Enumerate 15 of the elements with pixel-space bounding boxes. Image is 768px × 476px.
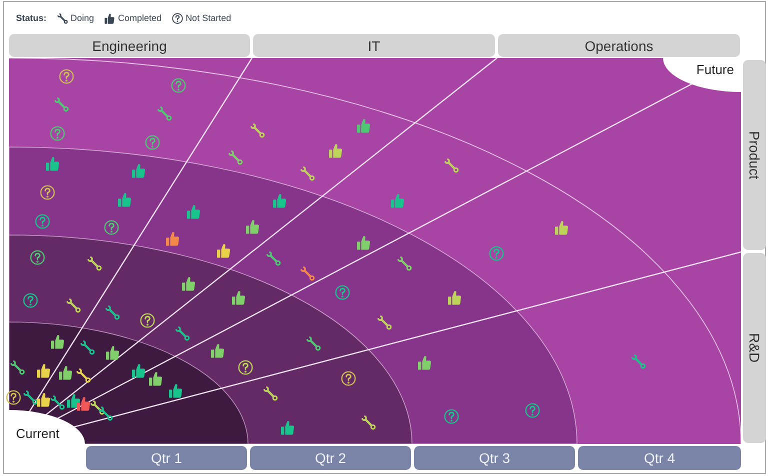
footer-tab: Qtr 1: [86, 446, 247, 470]
footer-tab: Qtr 4: [578, 446, 741, 470]
corner-label: Future: [663, 58, 741, 92]
legend-title: Status:: [16, 14, 47, 23]
legend-label: Doing: [70, 14, 94, 23]
footer-tab: Qtr 3: [414, 446, 575, 470]
legend-label: Not Started: [186, 14, 232, 23]
header-tab: IT: [253, 34, 495, 57]
header-tab: Engineering: [9, 34, 250, 57]
footer-tab: Qtr 2: [250, 446, 411, 470]
corner-label: Current: [9, 410, 85, 444]
header-tab: Operations: [498, 34, 740, 57]
legend-label: Completed: [118, 14, 162, 23]
side-tab: R&D: [743, 253, 766, 443]
side-tab: Product: [743, 60, 766, 250]
